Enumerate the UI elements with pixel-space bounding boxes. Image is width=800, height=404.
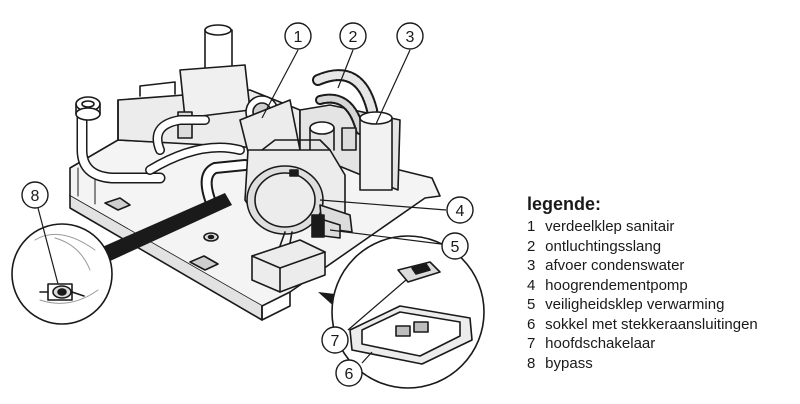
svg-text:5: 5: [451, 239, 460, 256]
callout-7: 7: [321, 326, 349, 354]
legend-item-number: 3: [527, 257, 536, 274]
central-pipe: [145, 142, 251, 211]
leader-line-6: [361, 351, 373, 364]
legend-item-6: 6 sokkel met stekkeraansluitingen: [527, 315, 758, 335]
leader-line-2: [337, 49, 354, 89]
leader-line-8: [37, 207, 59, 285]
svg-text:1: 1: [294, 29, 303, 46]
callouts: 1 2 3 4 5 6 7 8: [21, 22, 474, 387]
legend: legende: 1 verdeelklep sanitair 2 ontluc…: [527, 194, 758, 373]
leader-line-4: [319, 199, 447, 211]
legend-item-number: 2: [527, 237, 536, 255]
legend-item-3: 3 afvoer condenswater: [527, 256, 758, 276]
legend-item-2: 2 ontluchtingsslang: [527, 237, 758, 257]
legend-item-number: 6: [527, 315, 536, 333]
legend-item-label: veiligheidsklep verwarming: [545, 296, 725, 313]
legend-item-number: 7: [527, 335, 536, 352]
legend-item-8: 8 bypass: [527, 354, 758, 374]
bypass-detail-magnifier: [11, 193, 232, 325]
legend-item-label: bypass: [545, 354, 593, 372]
air-vent-hose: [312, 69, 386, 161]
legend-item-label: hoofdschakelaar: [545, 335, 656, 352]
legend-item-label: afvoer condenswater: [545, 257, 685, 274]
legend-title: legende:: [527, 194, 602, 214]
callout-1: 1: [284, 22, 312, 50]
legend-item-label: sokkel met stekkeraansluitingen: [545, 315, 758, 333]
svg-text:2: 2: [349, 29, 358, 46]
leader-line-7: [347, 279, 407, 331]
connector-socket-box: [251, 231, 326, 293]
legend-item-label: verdeelklep sanitair: [545, 218, 675, 235]
leader-line-3: [375, 49, 411, 125]
legend-item-number: 4: [527, 276, 536, 294]
legend-item-5: 5 veiligheidsklep verwarming: [527, 295, 758, 315]
legend-item-4: 4 hoogrendementpomp: [527, 276, 758, 296]
left-supply-pipe: [75, 96, 166, 184]
svg-text:4: 4: [456, 203, 465, 220]
svg-text:6: 6: [345, 366, 354, 383]
leader-line-5: [329, 229, 442, 245]
legend-item-1: 1 verdeelklep sanitair: [527, 217, 758, 237]
callout-4: 4: [446, 196, 474, 224]
legend-item-number: 8: [527, 354, 536, 372]
callout-3: 3: [396, 22, 424, 50]
high-efficiency-pump: [244, 139, 353, 235]
legend-item-label: hoogrendementpomp: [545, 276, 688, 294]
callout-6: 6: [335, 359, 363, 387]
legend-item-number: 5: [527, 296, 536, 313]
legend-item-label: ontluchtingsslang: [545, 237, 662, 255]
callout-8: 8: [21, 181, 49, 209]
svg-text:8: 8: [31, 188, 40, 205]
svg-text:3: 3: [406, 29, 415, 46]
legend-item-7: 7 hoofdschakelaar: [527, 334, 758, 354]
leader-line-1: [261, 49, 299, 119]
leader-lines: [37, 49, 447, 364]
legend-item-number: 1: [527, 218, 536, 235]
switch-detail-magnifier: [318, 235, 485, 389]
callout-2: 2: [339, 22, 367, 50]
callout-5: 5: [441, 232, 469, 260]
heating-safety-valve: [311, 214, 341, 239]
svg-text:7: 7: [331, 333, 340, 350]
